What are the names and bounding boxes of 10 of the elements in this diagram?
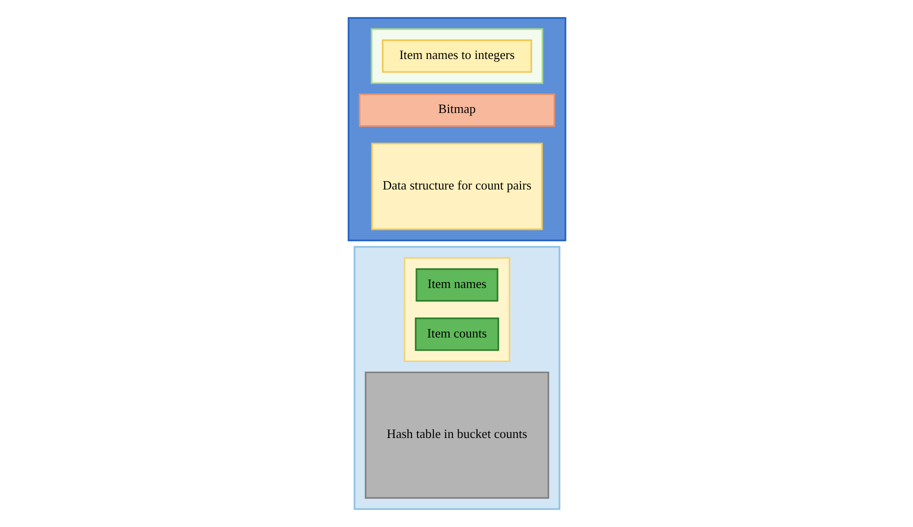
node-box: Item counts xyxy=(414,318,499,351)
cluster xyxy=(403,257,510,362)
node-box: Data structure for count pairs xyxy=(370,142,542,230)
cluster xyxy=(370,28,543,84)
node-box: Item names to integers xyxy=(381,39,532,73)
cluster xyxy=(353,246,560,510)
node-box: Item names xyxy=(415,268,498,302)
node-box: Bitmap xyxy=(358,93,555,127)
node-box: Hash table in bucket counts xyxy=(364,372,549,499)
cluster xyxy=(347,17,566,242)
